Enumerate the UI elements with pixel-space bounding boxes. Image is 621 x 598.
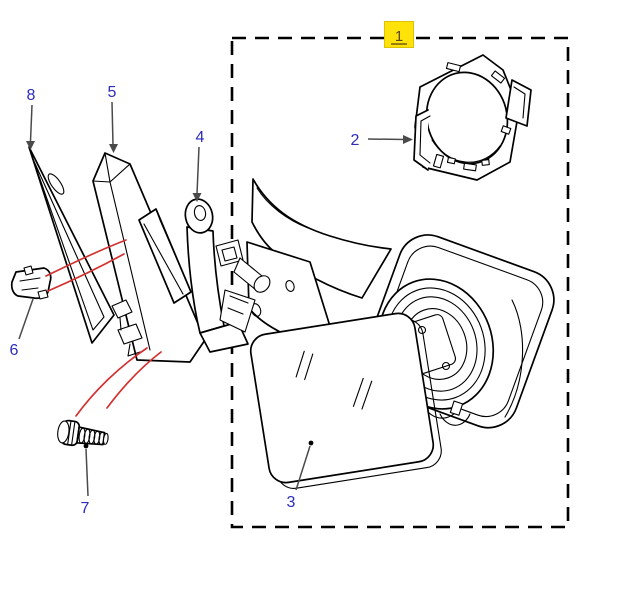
seal-inner: [32, 158, 105, 331]
connector-prong-2: [37, 289, 49, 300]
callout-2[interactable]: 2: [351, 132, 413, 149]
wire-connector-2: [449, 400, 464, 416]
plate-left-tab-inner: [419, 115, 431, 164]
part-connector-clip: [10, 265, 52, 300]
red-curve-upper-2: [47, 253, 125, 292]
sail-panel-outline: [251, 178, 392, 299]
base-plate-hole-2: [285, 280, 295, 292]
callout-5[interactable]: 5: [108, 84, 118, 153]
connector-detail-lines: [19, 277, 41, 291]
screw-tip: [102, 432, 109, 445]
part-bracket-arm: [184, 198, 271, 353]
bracket-clip-inner: [221, 246, 238, 262]
callout-8-arrowhead: [26, 141, 35, 150]
plate-slot-5: [500, 125, 512, 135]
callout-4-leader: [196, 146, 200, 195]
screw-thread-2: [83, 428, 91, 444]
plate-slot-4: [463, 162, 477, 172]
motor-screw-1: [417, 325, 427, 335]
red-curve-upper-1: [45, 239, 127, 277]
plate-clip-stems: [119, 317, 141, 357]
callout-6-label[interactable]: 6: [10, 342, 19, 359]
sail-panel-inner-line: [256, 187, 309, 229]
pointer-curves: [45, 239, 162, 417]
glass-reflection-marks-1: [295, 350, 314, 381]
callout-7-dot: [83, 443, 89, 449]
aperture-inner-arc: [431, 139, 501, 163]
callout-5-leader: [111, 101, 114, 146]
plate-slot-2: [490, 70, 506, 84]
callout-4-label[interactable]: 4: [196, 129, 205, 146]
screw-thread-1: [78, 427, 86, 444]
plate-slot-1: [445, 62, 462, 73]
bracket-wedge: [219, 289, 256, 333]
callout-8-label[interactable]: 8: [27, 87, 36, 104]
part-screw: [57, 419, 109, 447]
connector-prong-1: [23, 265, 34, 276]
callout-2-label[interactable]: 2: [351, 132, 360, 149]
callout-8-leader: [29, 104, 33, 142]
callout-5-arrowhead: [109, 144, 118, 153]
callout-1-highlight-tag[interactable]: [384, 21, 414, 48]
glass-reflection-marks-2: [352, 377, 373, 410]
plate-left-tab: [413, 109, 429, 171]
glass-face: [249, 312, 435, 484]
part-mounting-plate: [413, 54, 532, 181]
callout-7-leader: [85, 448, 89, 497]
callout-7-label[interactable]: 7: [81, 500, 90, 517]
seal-slot: [47, 173, 65, 195]
motor-screw-2: [441, 361, 451, 371]
plate-tooth-1: [446, 156, 456, 165]
plate-right-tab: [505, 79, 532, 127]
callout-4-arrowhead: [192, 193, 202, 202]
red-curve-lower-2: [106, 351, 162, 409]
callout-4[interactable]: 4: [192, 129, 205, 202]
bracket-hole: [193, 205, 207, 221]
callout-6[interactable]: 6: [10, 298, 34, 359]
screw-thread-3: [88, 429, 96, 445]
bracket-foot: [199, 321, 249, 353]
plate-right-tab-inner: [513, 86, 526, 119]
bracket-pin-cap: [253, 275, 271, 293]
callout-1-label[interactable]: 1: [395, 28, 403, 45]
plate-clip-1: [111, 299, 133, 319]
cutout-depth-lines: [143, 208, 192, 295]
callout-5-label[interactable]: 5: [108, 84, 117, 101]
callout-1[interactable]: 1: [384, 21, 414, 48]
mounting-plate-aperture: [425, 71, 509, 165]
plate-clip-2: [117, 323, 143, 345]
part-mirror-glass: [249, 312, 442, 489]
screw-thread-4: [93, 430, 101, 445]
callout-3[interactable]: 3: [287, 440, 314, 511]
housing-rib-line: [504, 299, 524, 418]
plate-tooth-2: [481, 159, 490, 166]
callout-3-leader: [295, 445, 311, 491]
screw-head-knurl: [67, 421, 76, 446]
part-seal-gasket: [28, 146, 115, 344]
callout-8[interactable]: 8: [26, 87, 36, 150]
red-curve-lower-1: [75, 347, 148, 417]
callout-7[interactable]: 7: [81, 443, 90, 517]
callout-2-arrowhead: [403, 135, 413, 144]
bracket-wedge-lines: [227, 295, 249, 315]
plate-slot-3: [432, 153, 445, 169]
callout-3-label[interactable]: 3: [287, 494, 296, 511]
callout-2-leader: [367, 138, 406, 141]
callout-6-leader: [18, 298, 34, 340]
backing-plate-bevel: [92, 152, 151, 351]
callout-3-dot: [308, 440, 314, 446]
